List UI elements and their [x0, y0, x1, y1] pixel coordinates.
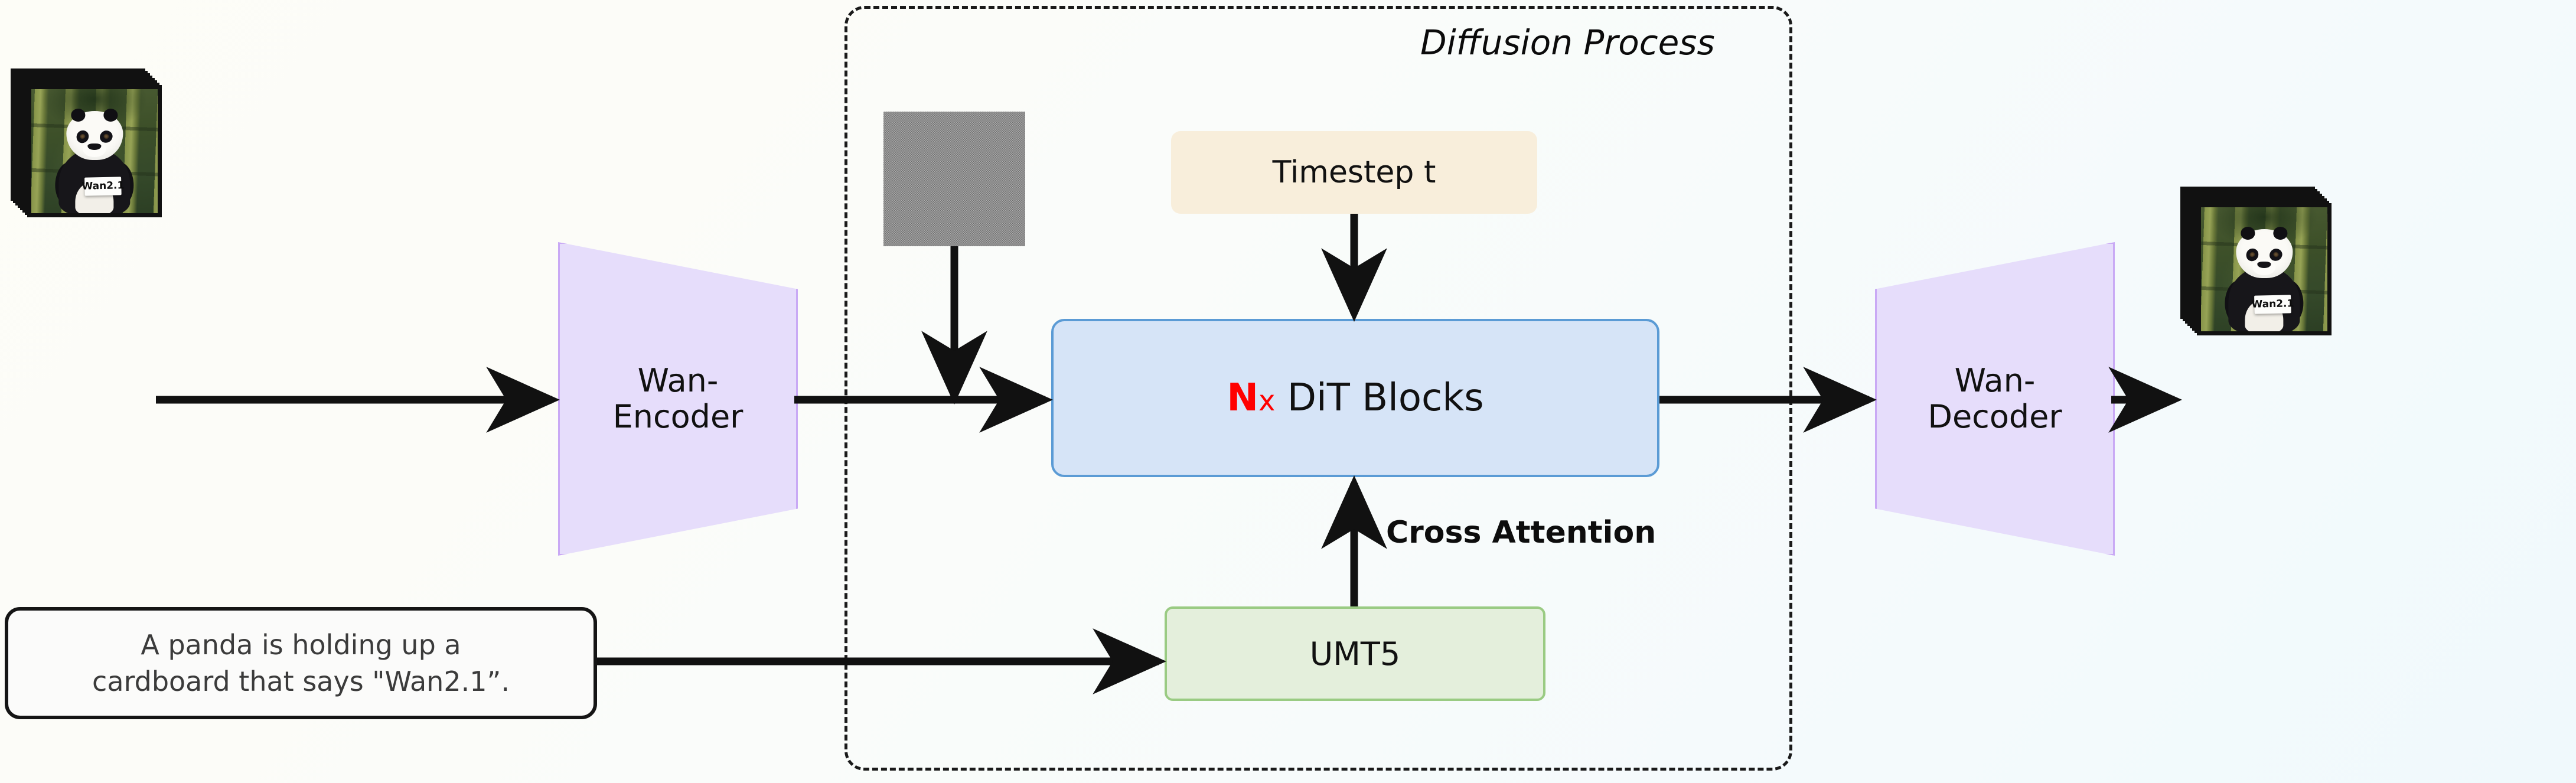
dit-blocks-text: DiT Blocks — [1287, 376, 1484, 420]
panda-sign: Wan2.1 — [81, 176, 125, 195]
panda-illustration: Wan2.1 — [2222, 224, 2306, 331]
dit-blocks-block[interactable]: Nx DiT Blocks — [1051, 319, 1659, 477]
wan-encoder-block[interactable]: Wan-Encoder — [558, 242, 798, 556]
dit-repeat-count: N — [1227, 376, 1258, 420]
umt5-text-encoder-block[interactable]: UMT5 — [1165, 606, 1545, 701]
timestep-block[interactable]: Timestep t — [1171, 131, 1537, 214]
video-frame-front: Wan2.1 — [2197, 203, 2332, 335]
gaussian-noise-patch — [883, 112, 1025, 246]
dit-multiply-symbol: x — [1258, 384, 1276, 417]
output-video-frames: Wan2.1 — [2180, 187, 2332, 335]
wan-decoder-label: Wan-Decoder — [1928, 362, 2062, 435]
dit-blocks-label: Nx DiT Blocks — [1227, 376, 1483, 420]
diffusion-process-title: Diffusion Process — [1420, 22, 1715, 63]
panda-sign-text: Wan2.1 — [81, 180, 125, 193]
input-video-frames: Wan2.1 — [11, 68, 162, 217]
wan-decoder-block[interactable]: Wan-Decoder — [1875, 242, 2115, 556]
panda-sign-text: Wan2.1 — [2251, 298, 2294, 311]
video-frame-front: Wan2.1 — [27, 85, 162, 217]
timestep-label: Timestep t — [1272, 155, 1436, 190]
panda-illustration: Wan2.1 — [53, 106, 136, 213]
wan-encoder-label: Wan-Encoder — [612, 362, 744, 435]
umt5-label: UMT5 — [1309, 635, 1401, 673]
diffusion-process-region — [844, 6, 1792, 771]
cross-attention-label: Cross Attention — [1386, 515, 1657, 550]
panda-sign: Wan2.1 — [2251, 294, 2294, 314]
